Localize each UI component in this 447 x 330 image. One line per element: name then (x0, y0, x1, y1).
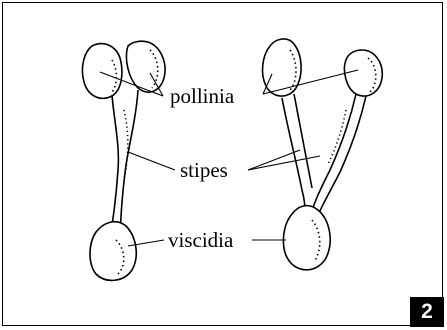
left-pollinium-a (82, 44, 122, 99)
stipes-label: stipes (180, 158, 228, 182)
viscidia-label: viscidia (168, 228, 234, 252)
right-stipe-b (310, 94, 366, 226)
right-viscidium (283, 206, 330, 270)
right-pollinarium (263, 39, 383, 270)
figure-number-badge: 2 (410, 297, 444, 327)
left-viscidium (90, 222, 136, 281)
pollinia-label: pollinia (170, 84, 235, 108)
right-pollinium-b (344, 50, 382, 96)
